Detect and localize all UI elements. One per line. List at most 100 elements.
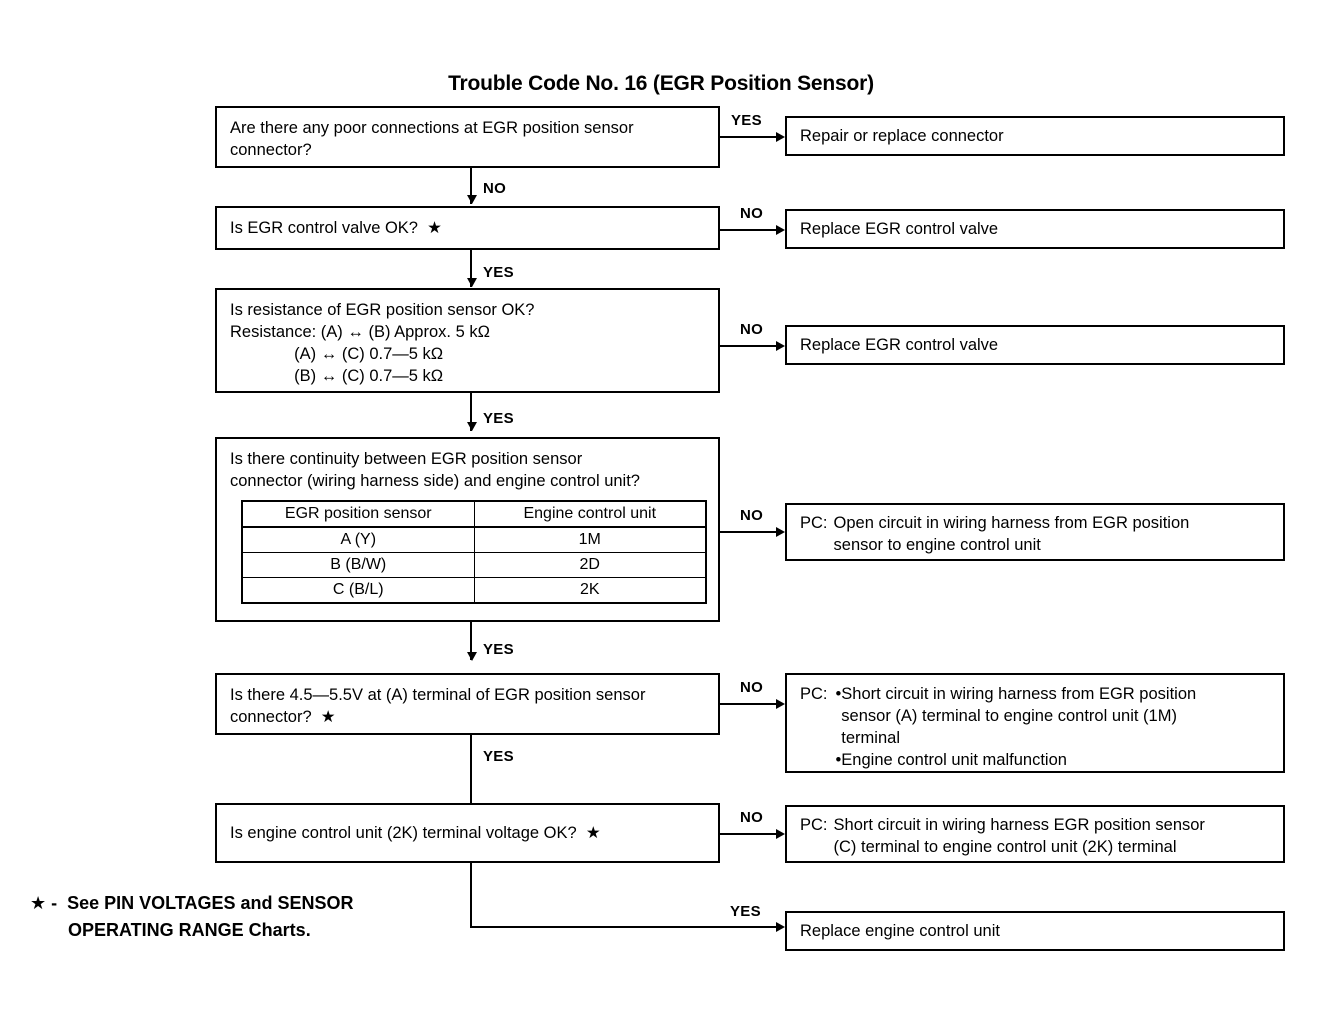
decision-box-egr-control-valve: Is EGR control valve OK? ★ [215,206,720,250]
arrow-head-q4-yes [467,652,477,661]
result-text: Replace EGR control valve [800,220,999,238]
connector-line-q3-no [720,345,776,347]
branch-label-yes-final: YES [730,903,761,920]
branch-label-yes-q4: YES [483,641,514,658]
arrow-head-q6-no [776,829,785,839]
table-cell-sensor: C (B/L) [241,577,475,604]
result-text: terminal [841,729,900,747]
arrow-head-final-yes [776,922,785,932]
pc-text: Engine control unit malfunction [841,749,1067,771]
decision-text-line: Is there continuity between EGR position… [230,450,583,468]
result-box-replace-ecu: Replace engine control unit [785,911,1285,951]
table-header-cell: EGR position sensor [241,500,475,528]
result-box-repair-connector: Repair or replace connector [785,116,1285,156]
table-row: C (B/L) 2K [241,577,707,604]
decision-text-line: Is EGR control valve OK? ★ [230,219,442,237]
footnote: ★ - See PIN VOLTAGES and SENSOR OPERATIN… [30,890,460,944]
result-text: Short circuit in wiring harness EGR posi… [833,816,1205,834]
continuity-table: EGR position sensor Engine control unit … [241,500,707,604]
footnote-line: OPERATING RANGE Charts. [68,920,311,940]
decision-text-line: Is resistance of EGR position sensor OK? [230,301,535,319]
table-row: B (B/W) 2D [241,552,707,578]
pc-bullet-list: • Short circuit in wiring harness from E… [836,683,1197,771]
table-header-cell: Engine control unit [473,500,707,528]
connector-line-q6-yes-right [470,926,776,928]
decision-text-line: connector? [230,141,312,159]
decision-text-line: (A) ↔ (C) 0.7—5 kΩ [230,345,444,363]
arrow-head-q3-no [776,341,785,351]
decision-text-line: connector (wiring harness side) and engi… [230,472,640,490]
decision-box-voltage-a-terminal: Is there 4.5—5.5V at (A) terminal of EGR… [215,673,720,735]
branch-label-yes-q3: YES [483,410,514,427]
branch-label-no-q3: NO [740,321,764,338]
branch-label-no-q2: NO [740,205,764,222]
decision-box-resistance: Is resistance of EGR position sensor OK?… [215,288,720,393]
arrow-head-q2-yes [467,278,477,287]
branch-label-no-q4: NO [740,507,764,524]
result-box-open-circuit: PC: Open circuit in wiring harness from … [785,503,1285,561]
bullet-icon: • [835,685,842,703]
decision-text-line: Are there any poor connections at EGR po… [230,119,634,137]
connector-line-q1-yes [720,136,776,138]
branch-label-yes-q2: YES [483,264,514,281]
connector-line-q4-yes [470,622,472,660]
branch-label-no-q1: NO [483,180,507,197]
result-text: sensor (A) terminal to engine control un… [841,707,1177,725]
table-header-row: EGR position sensor Engine control unit [241,500,707,528]
decision-text-line: Resistance: (A) ↔ (B) Approx. 5 kΩ [230,323,490,341]
bullet-icon: • [835,751,842,769]
result-text: Replace engine control unit [800,922,1000,940]
pc-content: PC: • Short circuit in wiring harness fr… [800,683,1283,771]
result-box-replace-valve-2: Replace EGR control valve [785,325,1285,365]
connector-line-q5-yes [470,735,472,803]
pc-label: PC: [800,816,828,834]
arrow-head-q1-no [467,195,477,204]
pc-bullet-item: • Engine control unit malfunction [836,749,1197,771]
pc-label: PC: [800,685,828,703]
connector-line-q3-yes [470,393,472,431]
result-text: Engine control unit malfunction [841,751,1067,769]
result-box-short-circuit-a: PC: • Short circuit in wiring harness fr… [785,673,1285,773]
result-text: sensor to engine control unit [833,536,1041,554]
connector-line-q6-yes-down [470,863,472,928]
arrow-head-q2-no [776,225,785,235]
pc-content: PC: Short circuit in wiring harness EGR … [800,814,1283,858]
decision-box-continuity: Is there continuity between EGR position… [215,437,720,622]
result-text: (C) terminal to engine control unit (2K)… [833,838,1177,856]
connector-line-q5-no [720,703,776,705]
connector-line-q6-no [720,833,776,835]
result-text: Replace EGR control valve [800,336,999,354]
table-cell-sensor: B (B/W) [241,552,475,578]
result-text: Repair or replace connector [800,127,1004,145]
pc-text: Short circuit in wiring harness from EGR… [841,683,1196,749]
branch-label-no-q6: NO [740,809,764,826]
decision-text-line: connector? ★ [230,708,336,726]
pc-label: PC: [800,514,828,532]
branch-label-yes-q1: YES [731,112,762,129]
decision-box-ecu-2k-voltage: Is engine control unit (2K) terminal vol… [215,803,720,863]
table-cell-ecu: 1M [473,526,707,553]
result-text: Open circuit in wiring harness from EGR … [833,514,1190,532]
arrow-head-q4-no [776,527,785,537]
pc-text: Short circuit in wiring harness EGR posi… [834,814,1205,858]
arrow-head-q1-yes [776,132,785,142]
pc-bullet-item: • Short circuit in wiring harness from E… [836,683,1197,749]
result-box-short-circuit-c: PC: Short circuit in wiring harness EGR … [785,805,1285,863]
table-cell-ecu: 2D [473,552,707,578]
table-cell-sensor: A (Y) [241,526,475,553]
pc-content: PC: Open circuit in wiring harness from … [800,512,1283,556]
decision-box-poor-connections: Are there any poor connections at EGR po… [215,106,720,168]
connector-line-q4-no [720,531,776,533]
branch-label-yes-q5: YES [483,748,514,765]
connector-line-q2-yes [470,250,472,287]
arrow-head-q3-yes [467,422,477,431]
pc-text: Open circuit in wiring harness from EGR … [834,512,1190,556]
decision-text-line: (B) ↔ (C) 0.7—5 kΩ [230,367,444,385]
branch-label-no-q5: NO [740,679,764,696]
decision-text-line: Is there 4.5—5.5V at (A) terminal of EGR… [230,686,646,704]
decision-text-line: Is engine control unit (2K) terminal vol… [230,824,601,842]
table-cell-ecu: 2K [473,577,707,604]
footnote-line: ★ - See PIN VOLTAGES and SENSOR [30,893,354,913]
page-title: Trouble Code No. 16 (EGR Position Sensor… [448,72,874,95]
connector-line-q1-no [470,168,472,204]
